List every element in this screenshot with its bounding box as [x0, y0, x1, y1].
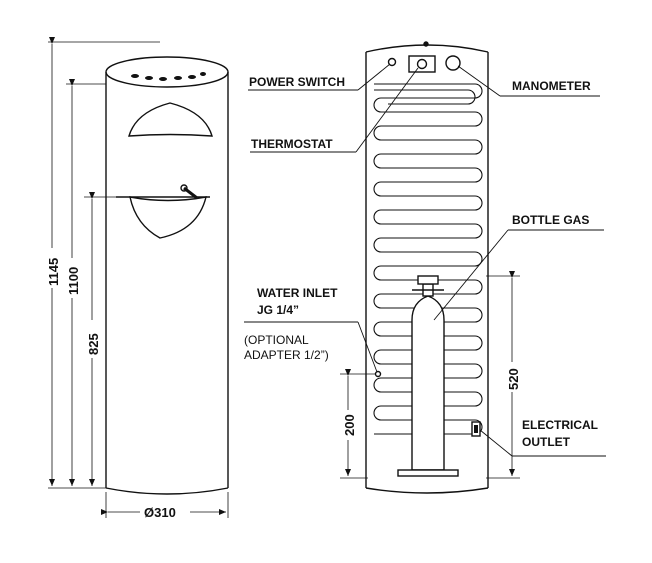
label-optional-adapter: ADAPTER 1/2”) — [244, 348, 329, 362]
dim-1145-text: 1145 — [46, 258, 61, 286]
water-inlet-port — [374, 370, 382, 378]
lid-vents — [131, 72, 206, 81]
front-view — [105, 56, 229, 495]
label-optional: (OPTIONAL — [244, 333, 309, 347]
label-bottle-gas: BOTTLE GAS — [512, 213, 589, 227]
label-thermostat: THERMOSTAT — [251, 137, 333, 151]
gas-bottle-valve — [417, 275, 439, 285]
gas-bottle — [397, 275, 459, 477]
dispense-recess — [129, 196, 207, 239]
leader-lines — [244, 63, 606, 457]
thermostat-dial — [416, 58, 428, 70]
leader-manometer — [457, 65, 501, 97]
label-water-inlet: WATER INLET — [257, 286, 338, 300]
power-switch-knob — [387, 57, 397, 67]
dim-200-text: 200 — [342, 414, 357, 436]
cooling-coil — [373, 83, 483, 435]
dim-1100-text: 1100 — [66, 267, 81, 295]
dim-diameter-text: Ø310 — [144, 505, 176, 520]
gas-bottle-body — [411, 295, 445, 471]
dim-825-text: 825 — [86, 333, 101, 355]
label-electrical: ELECTRICAL — [522, 418, 598, 432]
top-screw — [423, 41, 429, 47]
manometer-dial — [445, 55, 461, 71]
label-electrical-outlet: OUTLET — [522, 435, 571, 449]
front-bottom-edge — [105, 487, 229, 495]
faucet-lever — [180, 184, 198, 200]
bottle-base-tray — [397, 469, 459, 477]
front-top-lid — [105, 56, 229, 88]
label-water-inlet-size: JG 1/4” — [257, 303, 299, 317]
interior-bottom-edge — [365, 487, 489, 494]
upper-recess — [128, 102, 213, 137]
dim-520-text: 520 — [506, 368, 521, 390]
leader-electrical — [479, 429, 513, 457]
label-power-switch: POWER SWITCH — [249, 75, 345, 89]
interior-view — [365, 41, 489, 494]
thermostat-box — [408, 55, 436, 73]
label-manometer: MANOMETER — [512, 79, 591, 93]
